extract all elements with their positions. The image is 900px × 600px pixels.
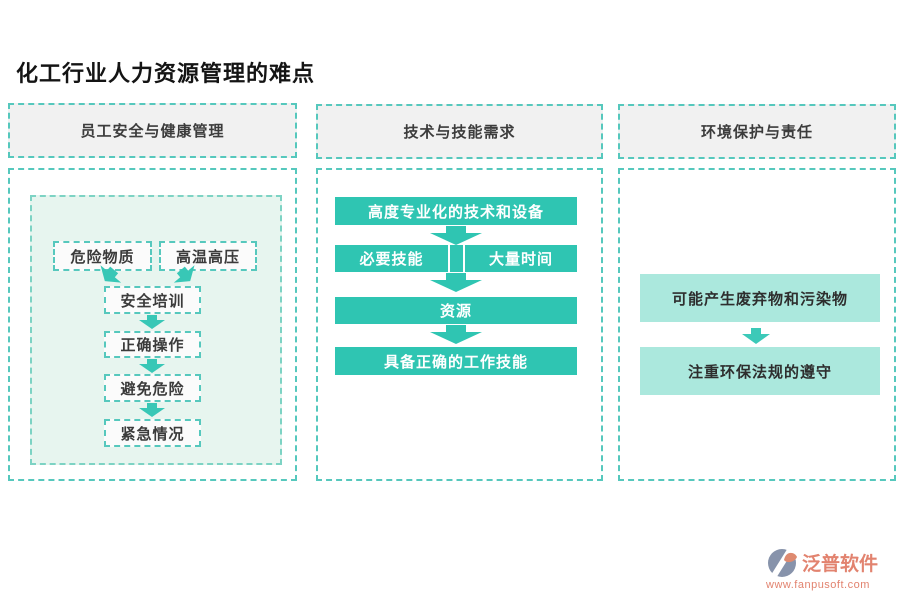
column-header-skills: 技术与技能需求 xyxy=(316,104,603,159)
down-arrow-icon xyxy=(430,273,482,292)
node-hazardous-materials: 危险物质 xyxy=(53,241,152,271)
bent-arrow-right-icon xyxy=(169,260,202,292)
safety-flow-panel: 危险物质 高温高压 安全培训 正确操作 避免危险 紧急情况 xyxy=(30,195,282,465)
column-body-safety: 危险物质 高温高压 安全培训 正确操作 避免危险 紧急情况 xyxy=(8,168,297,481)
node-environmental-compliance: 注重环保法规的遵守 xyxy=(640,347,880,395)
down-arrow-icon xyxy=(742,328,770,344)
column-body-skills: 高度专业化的技术和设备 必要技能 大量时间 资源 具备正确的工作技能 xyxy=(316,168,603,481)
node-emergency-situation: 紧急情况 xyxy=(104,419,201,447)
page-title: 化工行业人力资源管理的难点 xyxy=(16,61,316,86)
down-arrow-icon xyxy=(139,359,165,373)
brand-name: 泛普软件 xyxy=(802,554,879,575)
node-specialized-tech: 高度专业化的技术和设备 xyxy=(335,197,577,225)
column-body-environment: 可能产生废弃物和污染物 注重环保法规的遵守 xyxy=(618,168,896,481)
node-waste-pollutants: 可能产生废弃物和污染物 xyxy=(640,274,880,322)
fanpu-logo-icon xyxy=(766,544,800,582)
down-arrow-icon xyxy=(139,315,165,329)
node-avoid-danger: 避免危险 xyxy=(104,374,201,402)
node-correct-work-skills: 具备正确的工作技能 xyxy=(335,347,577,375)
footer-brand-area: 泛普软件 www.fanpusoft.com xyxy=(766,544,896,591)
arrow-stem-bar xyxy=(450,245,463,272)
node-high-temp-pressure: 高温高压 xyxy=(159,241,257,271)
node-correct-operation: 正确操作 xyxy=(104,331,201,358)
bent-arrow-left-icon xyxy=(93,260,126,292)
node-necessary-skills: 必要技能 xyxy=(335,245,448,272)
column-header-safety: 员工安全与健康管理 xyxy=(8,103,297,158)
node-safety-training: 安全培训 xyxy=(104,286,201,314)
brand-url: www.fanpusoft.com xyxy=(766,579,870,591)
node-resources: 资源 xyxy=(335,297,577,324)
column-header-environment: 环境保护与责任 xyxy=(618,104,896,159)
node-lots-of-time: 大量时间 xyxy=(465,245,577,272)
down-arrow-icon xyxy=(430,325,482,344)
down-arrow-icon xyxy=(139,403,165,417)
down-arrow-icon xyxy=(430,226,482,245)
